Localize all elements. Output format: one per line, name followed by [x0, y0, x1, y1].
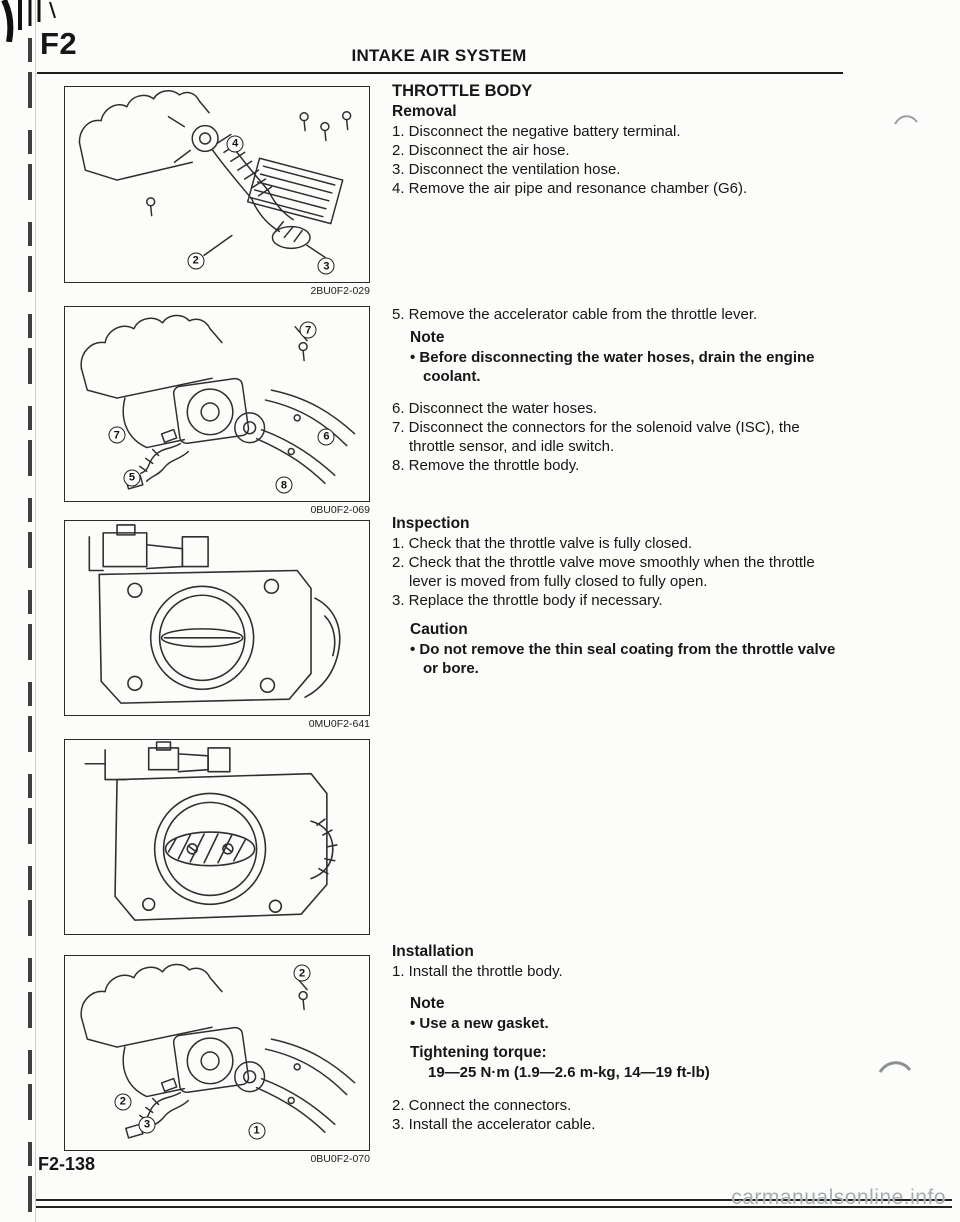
- removal-step-5: 5. Remove the accelerator cable from the…: [392, 306, 758, 323]
- figure-callout: 7: [108, 426, 126, 444]
- figure-throttle-valve-check: 0MU0F2-641: [64, 520, 370, 730]
- installation-step-1: 1. Install the throttle body.: [392, 963, 563, 980]
- note-heading: Note: [410, 329, 445, 346]
- torque-label: Tightening torque:: [410, 1044, 547, 1061]
- removal-step-4: 4. Remove the air pipe and resonance cha…: [392, 180, 748, 197]
- scan-speckle-icon: [894, 115, 918, 125]
- removal-step-2: 2. Disconnect the air hose.: [392, 142, 570, 159]
- caution-text: • Do not remove the thin seal coating fr…: [410, 641, 836, 677]
- figure-callout: 7: [299, 321, 317, 339]
- binding-crease: [35, 0, 36, 1222]
- figure-callout: 6: [317, 428, 335, 446]
- installation-step-2: 2. Connect the connectors.: [392, 1097, 572, 1114]
- removal-step-3: 3. Disconnect the ventilation hose.: [392, 161, 621, 178]
- figure-callout: 3: [317, 257, 335, 275]
- note-text: • Use a new gasket.: [410, 1015, 549, 1032]
- figure-callout: 2: [293, 964, 311, 982]
- figure-throttle-hoses: 7 7 5 6 8 0BU0F2-069: [64, 306, 370, 516]
- removal-heading: Removal: [392, 103, 457, 120]
- torque-value: 19—25 N·m (1.9—2.6 m-kg, 14—19 ft-lb): [428, 1064, 710, 1081]
- figure-callout: 2: [114, 1093, 132, 1110]
- figure-callout: 2: [187, 252, 205, 270]
- throttle-body-title: THROTTLE BODY: [392, 82, 533, 100]
- inspection-caution: Caution • Do not remove the thin seal co…: [410, 621, 844, 678]
- removal-step-5-block: 5. Remove the accelerator cable from the…: [392, 305, 844, 324]
- removal-note: Note • Before disconnecting the water ho…: [410, 329, 844, 386]
- installation-note: Note • Use a new gasket.: [410, 995, 844, 1033]
- removal-steps-6-8: 6. Disconnect the water hoses. 7. Discon…: [392, 399, 844, 475]
- page-title: INTAKE AIR SYSTEM: [351, 46, 527, 65]
- figure-throttle-installation-box: 2 2 3 1: [64, 955, 370, 1151]
- throttle-body-front-drawing: [84, 741, 338, 921]
- inspection-step-3: 3. Replace the throttle body if necessar…: [392, 592, 663, 609]
- binding-artifact: [28, 38, 32, 1222]
- footer-divider: [36, 1199, 952, 1201]
- removal-step-6: 6. Disconnect the water hoses.: [392, 400, 598, 417]
- figure-callout: 3: [138, 1116, 156, 1134]
- throttle-valve-check-drawing: [88, 524, 341, 704]
- header-divider: [37, 72, 843, 75]
- inspection-heading: Inspection: [392, 515, 470, 532]
- installation-heading: Installation: [392, 943, 474, 960]
- removal-step-1: 1. Disconnect the negative battery termi…: [392, 123, 681, 140]
- figure-callout: 5: [123, 469, 141, 487]
- throttle-installation-drawing: [80, 963, 356, 1139]
- inspection-section: Inspection 1. Check that the throttle va…: [392, 515, 844, 610]
- removal-section: THROTTLE BODY Removal 1. Disconnect the …: [392, 82, 844, 198]
- note-text: • Before disconnecting the water hoses, …: [410, 349, 815, 385]
- tightening-torque-block: Tightening torque: 19—25 N·m (1.9—2.6 m-…: [410, 1044, 844, 1082]
- scan-artifact-topleft-icon: [1, 0, 56, 42]
- removal-step-8: 8. Remove the throttle body.: [392, 457, 580, 474]
- section-code: F2: [40, 26, 78, 61]
- note-heading: Note: [410, 995, 445, 1012]
- figure-throttle-body-front: [64, 739, 370, 935]
- scan-speckle-icon: [878, 1061, 912, 1073]
- inspection-step-1: 1. Check that the throttle valve is full…: [392, 535, 693, 552]
- installation-steps-2-3: 2. Connect the connectors. 3. Install th…: [392, 1096, 844, 1134]
- watermark: carmanualsonline.info: [731, 1186, 946, 1209]
- figure-callout: 1: [248, 1122, 266, 1140]
- figure-throttle-installation: 2 2 3 1 0BU0F2-070: [64, 955, 370, 1165]
- figure-throttle-valve-box: [64, 520, 370, 716]
- figure-callout: 4: [226, 135, 244, 153]
- footer-divider: [36, 1206, 952, 1208]
- figure-code: 0MU0F2-641: [308, 718, 370, 730]
- figure-code: 0BU0F2-070: [310, 1153, 370, 1165]
- installation-section: Installation 1. Install the throttle bod…: [392, 943, 844, 981]
- inspection-step-2: 2. Check that the throttle valve move sm…: [392, 554, 815, 590]
- throttle-hoses-drawing: [80, 314, 356, 490]
- removal-step-7: 7. Disconnect the connectors for the sol…: [392, 419, 800, 455]
- caution-heading: Caution: [410, 621, 468, 638]
- figure-code: 2BU0F2-029: [310, 285, 370, 297]
- air-hose-removal-drawing: [78, 90, 352, 258]
- installation-step-3: 3. Install the accelerator cable.: [392, 1116, 596, 1133]
- page-number: F2-138: [38, 1154, 96, 1174]
- figure-throttle-body-front-box: [64, 739, 370, 935]
- figure-air-hose-box: 4 2 3: [64, 86, 370, 283]
- figure-air-hose-removal: 4 2 3 2BU0F2-029: [64, 86, 370, 297]
- figure-callout: 8: [275, 476, 293, 494]
- figure-code: 0BU0F2-069: [310, 504, 370, 516]
- figure-throttle-hoses-box: 7 7 5 6 8: [64, 306, 370, 502]
